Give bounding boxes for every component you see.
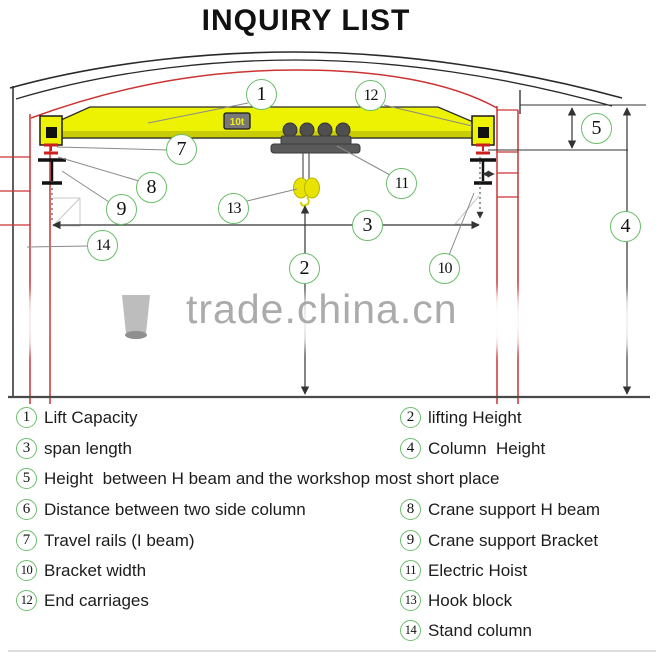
callout-3: 3 [352, 210, 383, 241]
legend-label: Height between H beam and the workshop m… [44, 468, 500, 488]
legend-item-2: 2 lifting Height [400, 407, 522, 428]
left-stand-column [0, 86, 51, 404]
crane-diagram: 10t [0, 51, 650, 404]
legend-number: 11 [400, 560, 421, 581]
legend-label: lifting Height [428, 407, 522, 427]
legend-item-13: 13 Hook block [400, 590, 512, 611]
callout-13: 13 [218, 193, 249, 224]
legend-label: End carriages [44, 590, 149, 610]
dimension-reference-lines [488, 104, 646, 151]
legend-item-1: 1 Lift Capacity [16, 407, 138, 428]
legend-number: 12 [16, 590, 37, 611]
legend-label: Stand column [428, 620, 532, 640]
svg-text:10t: 10t [230, 117, 245, 128]
legend-number: 2 [400, 407, 421, 428]
legend-number: 8 [400, 499, 421, 520]
legend-number: 6 [16, 499, 37, 520]
callout-2: 2 [289, 253, 320, 284]
legend-number: 13 [400, 590, 421, 611]
legend-number: 5 [16, 468, 37, 489]
end-carriage-right [471, 115, 495, 146]
watermark-cup-base [125, 331, 147, 339]
callout-5: 5 [581, 113, 612, 144]
legend-label: Hook block [428, 590, 513, 610]
legend-item-7: 7 Travel rails (I beam) [16, 530, 195, 551]
legend-label: Column Height [428, 438, 546, 458]
travel-rail-left [44, 143, 58, 155]
legend-item-11: 11 Electric Hoist [400, 560, 527, 581]
watermark-smudge [24, 292, 42, 354]
legend-number: 9 [400, 530, 421, 551]
callout-12: 12 [355, 80, 386, 111]
watermark-smudge [486, 288, 526, 354]
legend-item-5: 5 Height between H beam and the workshop… [16, 468, 499, 489]
legend-item-4: 4 Column Height [400, 438, 545, 459]
legend-label: Electric Hoist [428, 560, 528, 580]
callout-7: 7 [166, 134, 197, 165]
legend-label: Lift Capacity [44, 407, 138, 427]
callout-11: 11 [386, 168, 417, 199]
legend-item-14: 14 Stand column [400, 620, 532, 641]
capacity-label: 10t [223, 112, 251, 130]
callout-1: 1 [246, 79, 277, 110]
legend-number: 14 [400, 620, 421, 641]
legend-item-8: 8 Crane support H beam [400, 499, 600, 520]
bracket-sketch-left [52, 197, 81, 227]
legend-number: 1 [16, 407, 37, 428]
legend-item-10: 10 Bracket width [16, 560, 146, 581]
legend-number: 10 [16, 560, 37, 581]
rail-centerlines [51, 157, 484, 221]
leader-lines [26, 102, 475, 256]
legend-number: 4 [400, 438, 421, 459]
legend-label: Distance between two side column [44, 499, 306, 519]
legend-number: 7 [16, 530, 37, 551]
end-carriage-left [39, 115, 63, 146]
right-stand-column [496, 106, 519, 404]
callout-14: 14 [87, 230, 118, 261]
legend-label: span length [44, 438, 132, 458]
legend-item-6: 6 Distance between two side column [16, 499, 306, 520]
bottom-divider [8, 650, 656, 652]
legend-label: Bracket width [44, 560, 147, 580]
legend-label: Travel rails (I beam) [44, 530, 195, 550]
legend-item-3: 3 span length [16, 438, 132, 459]
legend-item-9: 9 Crane support Bracket [400, 530, 598, 551]
wire-ropes [302, 153, 310, 179]
hook-block [293, 177, 320, 207]
legend-item-12: 12 End carriages [16, 590, 149, 611]
travel-rail-right [476, 143, 490, 155]
electric-hoist [270, 122, 361, 179]
callout-8: 8 [136, 172, 167, 203]
watermark-logo [122, 295, 150, 339]
watermark-cup-icon [122, 295, 150, 333]
watermark-text: trade.china.cn [186, 286, 458, 332]
support-h-beam-right [470, 158, 496, 185]
callout-9: 9 [106, 194, 137, 225]
legend-label: Crane support H beam [428, 499, 600, 519]
callout-10: 10 [429, 253, 460, 284]
support-h-beam-left [38, 158, 66, 185]
legend-label: Crane support Bracket [428, 530, 599, 550]
girder-beam [51, 106, 479, 139]
callout-4: 4 [610, 211, 641, 242]
watermark-smudge [619, 292, 635, 352]
roof-outline [9, 51, 623, 119]
legend-number: 3 [16, 438, 37, 459]
page-title: INQUIRY LIST [201, 4, 411, 37]
